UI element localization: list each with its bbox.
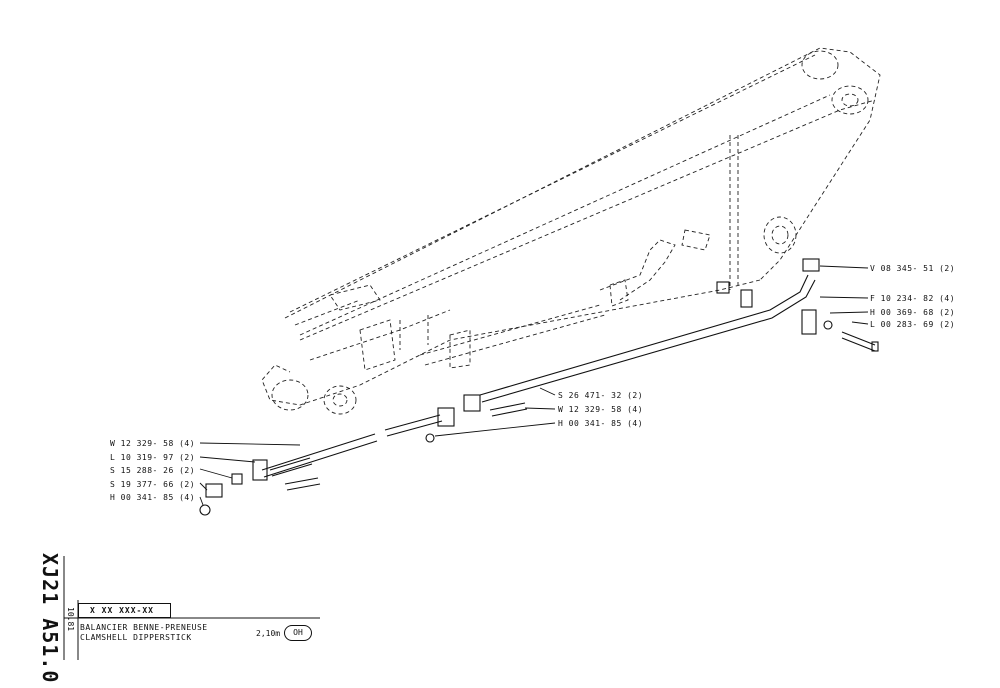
callout-label: H 00 341- 85 (4): [110, 493, 196, 502]
ref-code: X XX XXX-XX: [90, 606, 154, 615]
callout-label: W 12 329- 58 (4): [558, 405, 644, 414]
callout-label: L 00 283- 69 (2): [870, 320, 956, 329]
document-code: XJ21 A51.0: [38, 553, 62, 684]
callout-label: W 12 329- 58 (4): [110, 439, 196, 448]
size-value: 2,10m: [256, 629, 281, 638]
oh-badge: OH: [284, 625, 312, 641]
callout-label: S 26 471- 32 (2): [558, 391, 644, 400]
title-french: BALANCIER BENNE-PRENEUSE: [80, 623, 208, 632]
callout-label: H 00 369- 68 (2): [870, 308, 956, 317]
callout-label: F 10 234- 82 (4): [870, 294, 956, 303]
callout-label: V 08 345- 51 (2): [870, 264, 956, 273]
callout-label: L 10 319- 97 (2): [110, 453, 196, 462]
leader-lines: [199, 265, 869, 506]
callout-label: S 19 377- 66 (2): [110, 480, 196, 489]
callout-label: H 00 341- 85 (4): [558, 419, 644, 428]
dipperstick-outline: [261, 47, 881, 415]
document-title: BALANCIER BENNE-PRENEUSE CLAMSHELL DIPPE…: [80, 623, 208, 643]
document-code-block: XJ21 A51.0: [22, 553, 62, 683]
title-english: CLAMSHELL DIPPERSTICK: [80, 633, 192, 642]
document-date: 10.81: [66, 607, 75, 632]
callout-label: S 15 288- 26 (2): [110, 466, 196, 475]
hydraulic-parts: [199, 258, 879, 516]
